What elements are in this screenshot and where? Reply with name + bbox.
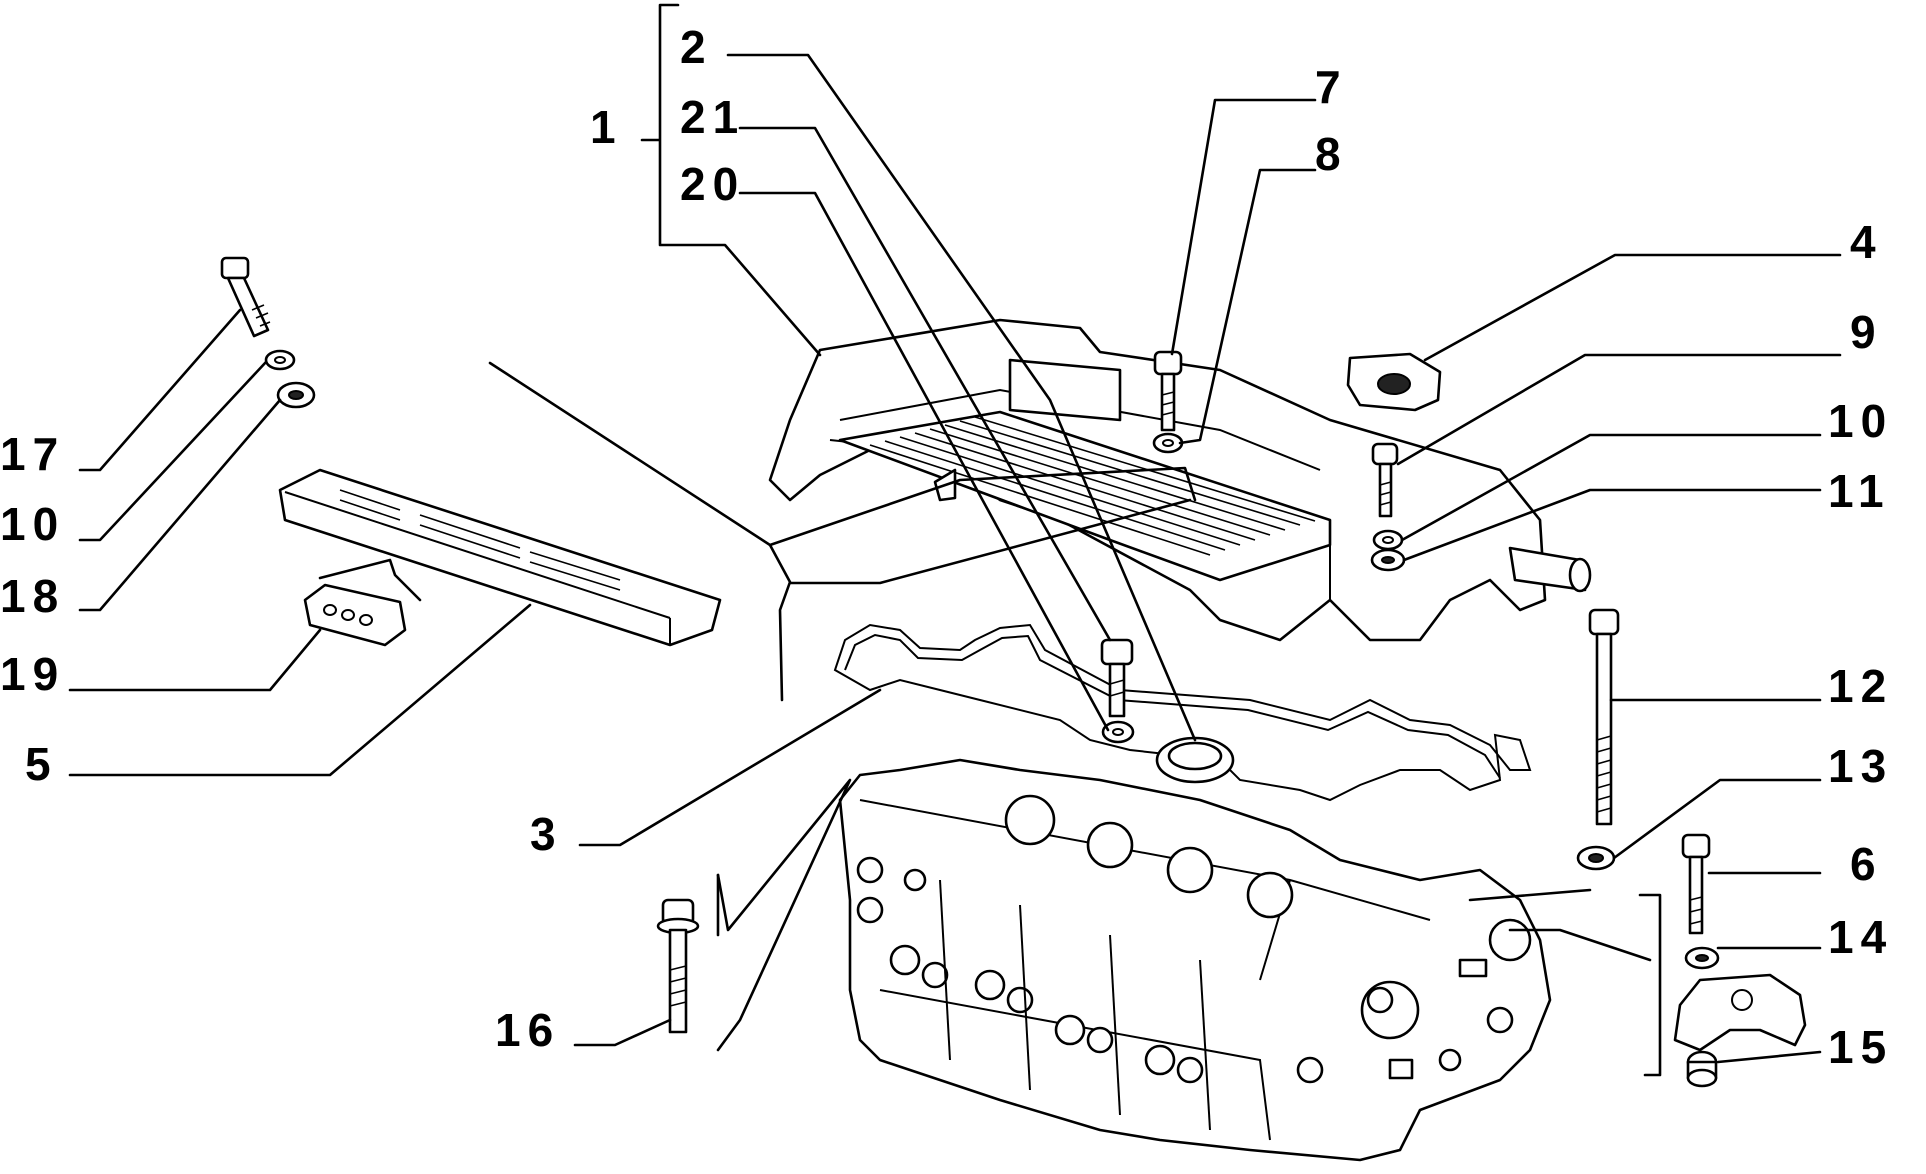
cover-ribs xyxy=(869,416,1316,556)
leader-21 xyxy=(738,126,1112,642)
emblem xyxy=(303,583,407,647)
callout-1: 1 xyxy=(590,101,623,153)
grommet-18 xyxy=(276,381,316,409)
leader-3 xyxy=(578,688,882,847)
callout-3: 3 xyxy=(530,808,563,860)
callout-9: 9 xyxy=(1850,306,1883,358)
leader-16 xyxy=(573,1018,672,1047)
callout-10-left: 10 xyxy=(0,498,65,550)
leader-5 xyxy=(68,603,532,777)
callout-labels: 1 2 21 20 7 8 4 9 10 11 12 13 6 14 15 17… xyxy=(0,21,1893,1073)
rubber-cap xyxy=(1346,352,1442,412)
leader-20 xyxy=(738,191,1110,732)
leader-8 xyxy=(1178,168,1317,445)
callout-2: 2 xyxy=(680,21,713,73)
strip-lettering-marks xyxy=(339,489,621,591)
callout-16: 16 xyxy=(495,1004,560,1056)
callout-13: 13 xyxy=(1828,740,1893,792)
callout-10-right: 10 xyxy=(1828,395,1893,447)
washer-10-right xyxy=(1372,529,1404,551)
callout-4: 4 xyxy=(1850,216,1883,268)
leader-9 xyxy=(1396,353,1842,466)
grommet-11 xyxy=(1370,548,1406,572)
callout-19: 19 xyxy=(0,648,65,700)
leader-17 xyxy=(78,308,242,472)
leader-18 xyxy=(78,398,282,612)
leader-13 xyxy=(1612,778,1822,860)
screw-9 xyxy=(1371,442,1399,518)
callout-21: 21 xyxy=(680,91,745,143)
callout-12: 12 xyxy=(1828,660,1893,712)
callout-8: 8 xyxy=(1315,128,1348,180)
callout-15: 15 xyxy=(1828,1021,1893,1073)
screw-6 xyxy=(1681,833,1711,935)
washer-13 xyxy=(1576,845,1616,871)
leader-10-right xyxy=(1400,433,1822,542)
stud-21 xyxy=(1100,638,1134,718)
cover-gasket xyxy=(833,623,1532,802)
callout-17: 17 xyxy=(0,428,65,480)
leader-11 xyxy=(1402,488,1822,562)
callout-7: 7 xyxy=(1315,61,1348,113)
leader-19 xyxy=(68,628,322,692)
leader-lines xyxy=(68,3,1842,1077)
screw-7 xyxy=(1153,350,1183,432)
bushing-15 xyxy=(1686,1050,1718,1088)
washer-10-left xyxy=(264,349,296,371)
washer-8 xyxy=(1152,432,1184,454)
callout-18: 18 xyxy=(0,570,65,622)
leader-2 xyxy=(726,53,1197,742)
callout-11: 11 xyxy=(1828,465,1891,517)
bolt-16 xyxy=(656,898,700,1034)
callout-5: 5 xyxy=(25,738,58,790)
seal-ring-2 xyxy=(1155,736,1235,784)
callout-14: 14 xyxy=(1828,911,1893,963)
screw-17 xyxy=(220,256,271,338)
leader-15 xyxy=(1716,1050,1822,1064)
leader-10-left xyxy=(78,360,268,542)
cam-bracket xyxy=(1673,973,1807,1052)
cylinder-head xyxy=(838,758,1552,1162)
leader-7 xyxy=(1170,98,1317,356)
head-bolt-12 xyxy=(1588,608,1620,826)
leader-1 xyxy=(640,3,822,357)
top-cover-strip xyxy=(278,468,722,647)
washer-20 xyxy=(1101,720,1135,744)
callout-6: 6 xyxy=(1850,838,1883,890)
rocker-cover xyxy=(768,318,1592,642)
washer-14 xyxy=(1684,946,1720,970)
leader-4 xyxy=(1423,253,1842,362)
callout-20: 20 xyxy=(680,158,745,210)
